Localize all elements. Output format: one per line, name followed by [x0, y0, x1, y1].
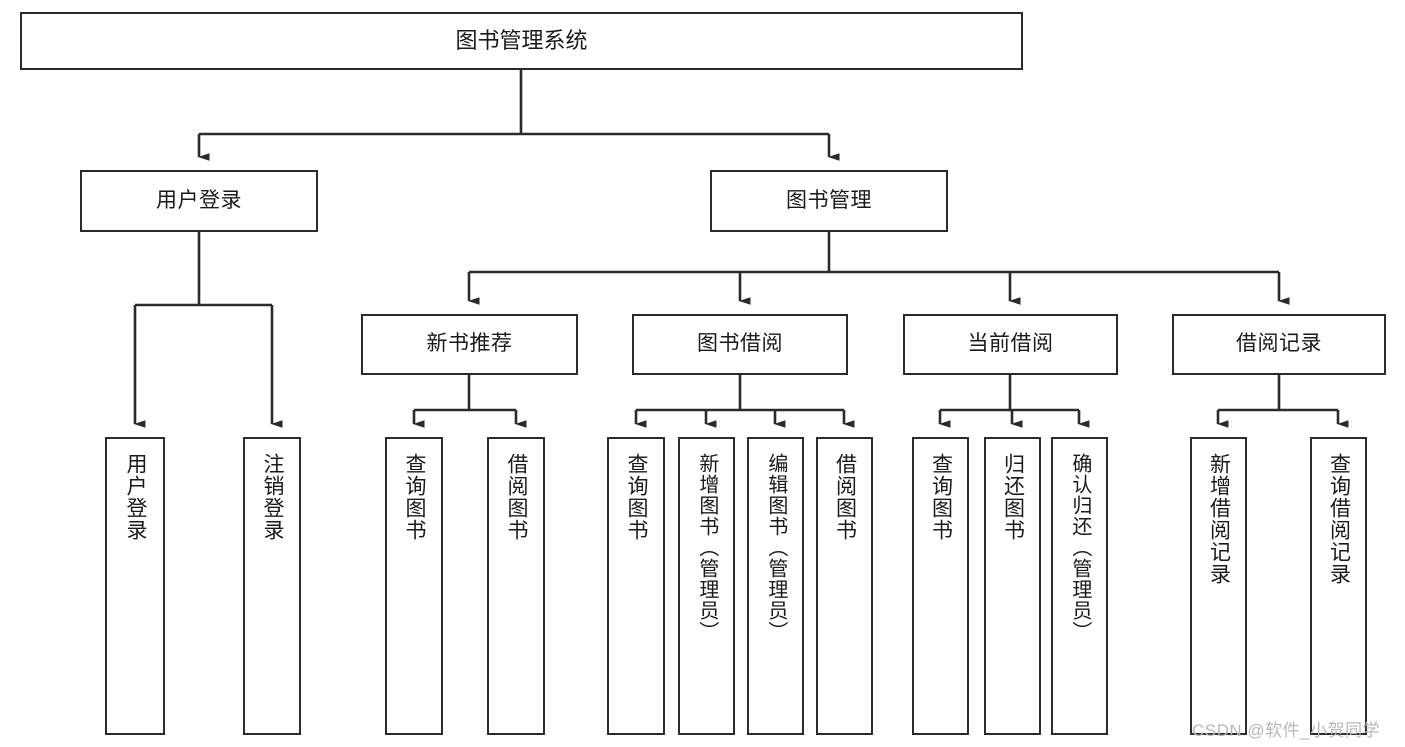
node-leaf-query-book-cur[interactable]: 查询图书	[912, 437, 969, 735]
node-label: 借阅图书	[504, 453, 528, 541]
node-label: 查询图书	[624, 453, 648, 541]
node-label: 新增借阅记录	[1207, 453, 1231, 585]
node-leaf-logout[interactable]: 注销登录	[243, 437, 301, 735]
node-leaf-confirm-return[interactable]: 确认归还（管理员）	[1051, 437, 1108, 735]
node-label: 图书管理	[786, 188, 872, 212]
node-leaf-add-book[interactable]: 新增图书（管理员）	[678, 437, 735, 735]
node-book-management[interactable]: 图书管理	[710, 170, 948, 232]
node-label: 借阅记录	[1236, 332, 1322, 356]
node-leaf-query-book-rec[interactable]: 查询图书	[385, 437, 443, 735]
node-label: 图书借阅	[697, 332, 783, 356]
node-root-book-management-system[interactable]: 图书管理系统	[20, 12, 1023, 70]
node-new-book-recommend[interactable]: 新书推荐	[361, 314, 578, 375]
node-label: 当前借阅	[967, 332, 1054, 356]
node-leaf-borrow-book[interactable]: 借阅图书	[816, 437, 873, 735]
node-leaf-add-record[interactable]: 新增借阅记录	[1190, 437, 1247, 735]
node-user-login[interactable]: 用户登录	[80, 170, 318, 232]
node-borrow-record[interactable]: 借阅记录	[1172, 314, 1386, 375]
node-label: 图书管理系统	[455, 28, 588, 54]
node-book-borrow[interactable]: 图书借阅	[632, 314, 848, 375]
node-label: 借阅图书	[833, 453, 857, 541]
node-label: 用户登录	[156, 188, 242, 212]
node-leaf-return-book[interactable]: 归还图书	[984, 437, 1041, 735]
node-label: 编辑图书（管理员）	[764, 453, 787, 642]
node-label: 查询图书	[402, 453, 426, 541]
node-leaf-query-book-borrow[interactable]: 查询图书	[607, 437, 665, 735]
node-current-borrow[interactable]: 当前借阅	[903, 314, 1118, 375]
node-label: 新书推荐	[426, 332, 513, 356]
node-label: 确认归还（管理员）	[1068, 453, 1091, 642]
node-leaf-edit-book[interactable]: 编辑图书（管理员）	[747, 437, 804, 735]
node-leaf-query-record[interactable]: 查询借阅记录	[1310, 437, 1367, 735]
node-label: 查询借阅记录	[1327, 453, 1351, 585]
node-label: 归还图书	[1001, 453, 1025, 541]
csdn-watermark: CSDN @软件_小贺同学	[1192, 721, 1381, 740]
node-label: 注销登录	[260, 453, 284, 541]
node-leaf-borrow-book-rec[interactable]: 借阅图书	[487, 437, 545, 735]
node-label: 用户登录	[123, 453, 147, 541]
node-leaf-user-login[interactable]: 用户登录	[105, 437, 165, 735]
node-label: 查询图书	[929, 453, 953, 541]
node-label: 新增图书（管理员）	[695, 453, 718, 642]
